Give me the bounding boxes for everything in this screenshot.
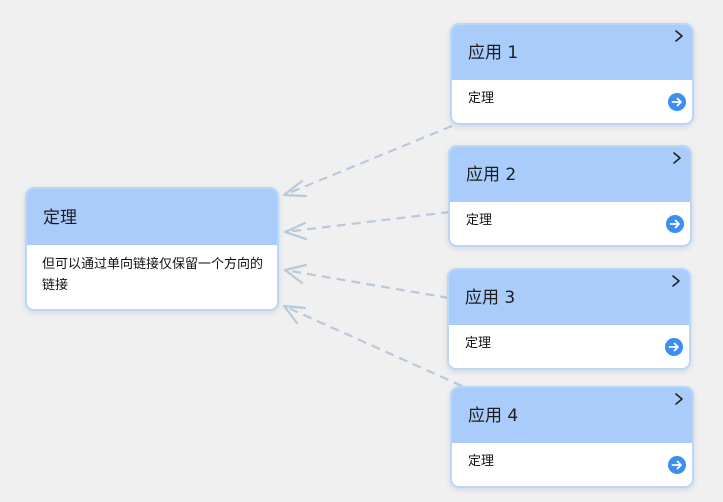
app-node-card-1[interactable]: 应用 1 定理 — [450, 23, 694, 125]
link-app-4-to-main — [282, 304, 463, 388]
app-node-title: 应用 1 — [468, 43, 519, 63]
app-node-header: 应用 3 — [449, 270, 689, 325]
app-node-title: 应用 3 — [465, 288, 516, 308]
main-node-body: 但可以通过单向链接仅保留一个方向的链接 — [27, 245, 277, 309]
chevron-right-icon[interactable] — [672, 392, 686, 406]
app-node-header: 应用 4 — [452, 388, 692, 443]
main-node-title: 定理 — [43, 208, 77, 228]
arrow-right-circle-icon[interactable] — [665, 338, 683, 356]
arrow-right-circle-icon[interactable] — [668, 456, 686, 474]
app-node-card-4[interactable]: 应用 4 定理 — [450, 386, 694, 488]
main-node-header: 定理 — [27, 189, 277, 245]
app-node-body-text: 定理 — [468, 454, 495, 469]
app-node-body: 定理 — [450, 202, 690, 245]
app-node-body: 定理 — [449, 325, 689, 368]
app-node-header: 应用 2 — [450, 147, 690, 202]
app-node-header: 应用 1 — [452, 25, 692, 80]
link-app-3-to-main — [283, 263, 450, 300]
app-node-body-text: 定理 — [468, 91, 495, 106]
app-node-card-2[interactable]: 应用 2 定理 — [448, 145, 692, 247]
app-node-body-text: 定理 — [465, 336, 492, 351]
app-node-title: 应用 4 — [468, 406, 519, 426]
chevron-right-icon[interactable] — [669, 274, 683, 288]
main-node-description: 但可以通过单向链接仅保留一个方向的链接 — [42, 257, 264, 293]
arrow-right-circle-icon[interactable] — [668, 93, 686, 111]
link-app-1-to-main — [282, 124, 453, 198]
app-node-card-3[interactable]: 应用 3 定理 — [447, 268, 691, 370]
main-node-card[interactable]: 定理 但可以通过单向链接仅保留一个方向的链接 — [25, 187, 279, 311]
arrow-right-circle-icon[interactable] — [666, 215, 684, 233]
chevron-right-icon[interactable] — [670, 151, 684, 165]
app-node-body-text: 定理 — [466, 213, 493, 228]
app-node-body: 定理 — [452, 80, 692, 123]
app-node-title: 应用 2 — [466, 165, 517, 185]
app-node-body: 定理 — [452, 443, 692, 486]
link-app-2-to-main — [283, 210, 451, 241]
chevron-right-icon[interactable] — [672, 29, 686, 43]
